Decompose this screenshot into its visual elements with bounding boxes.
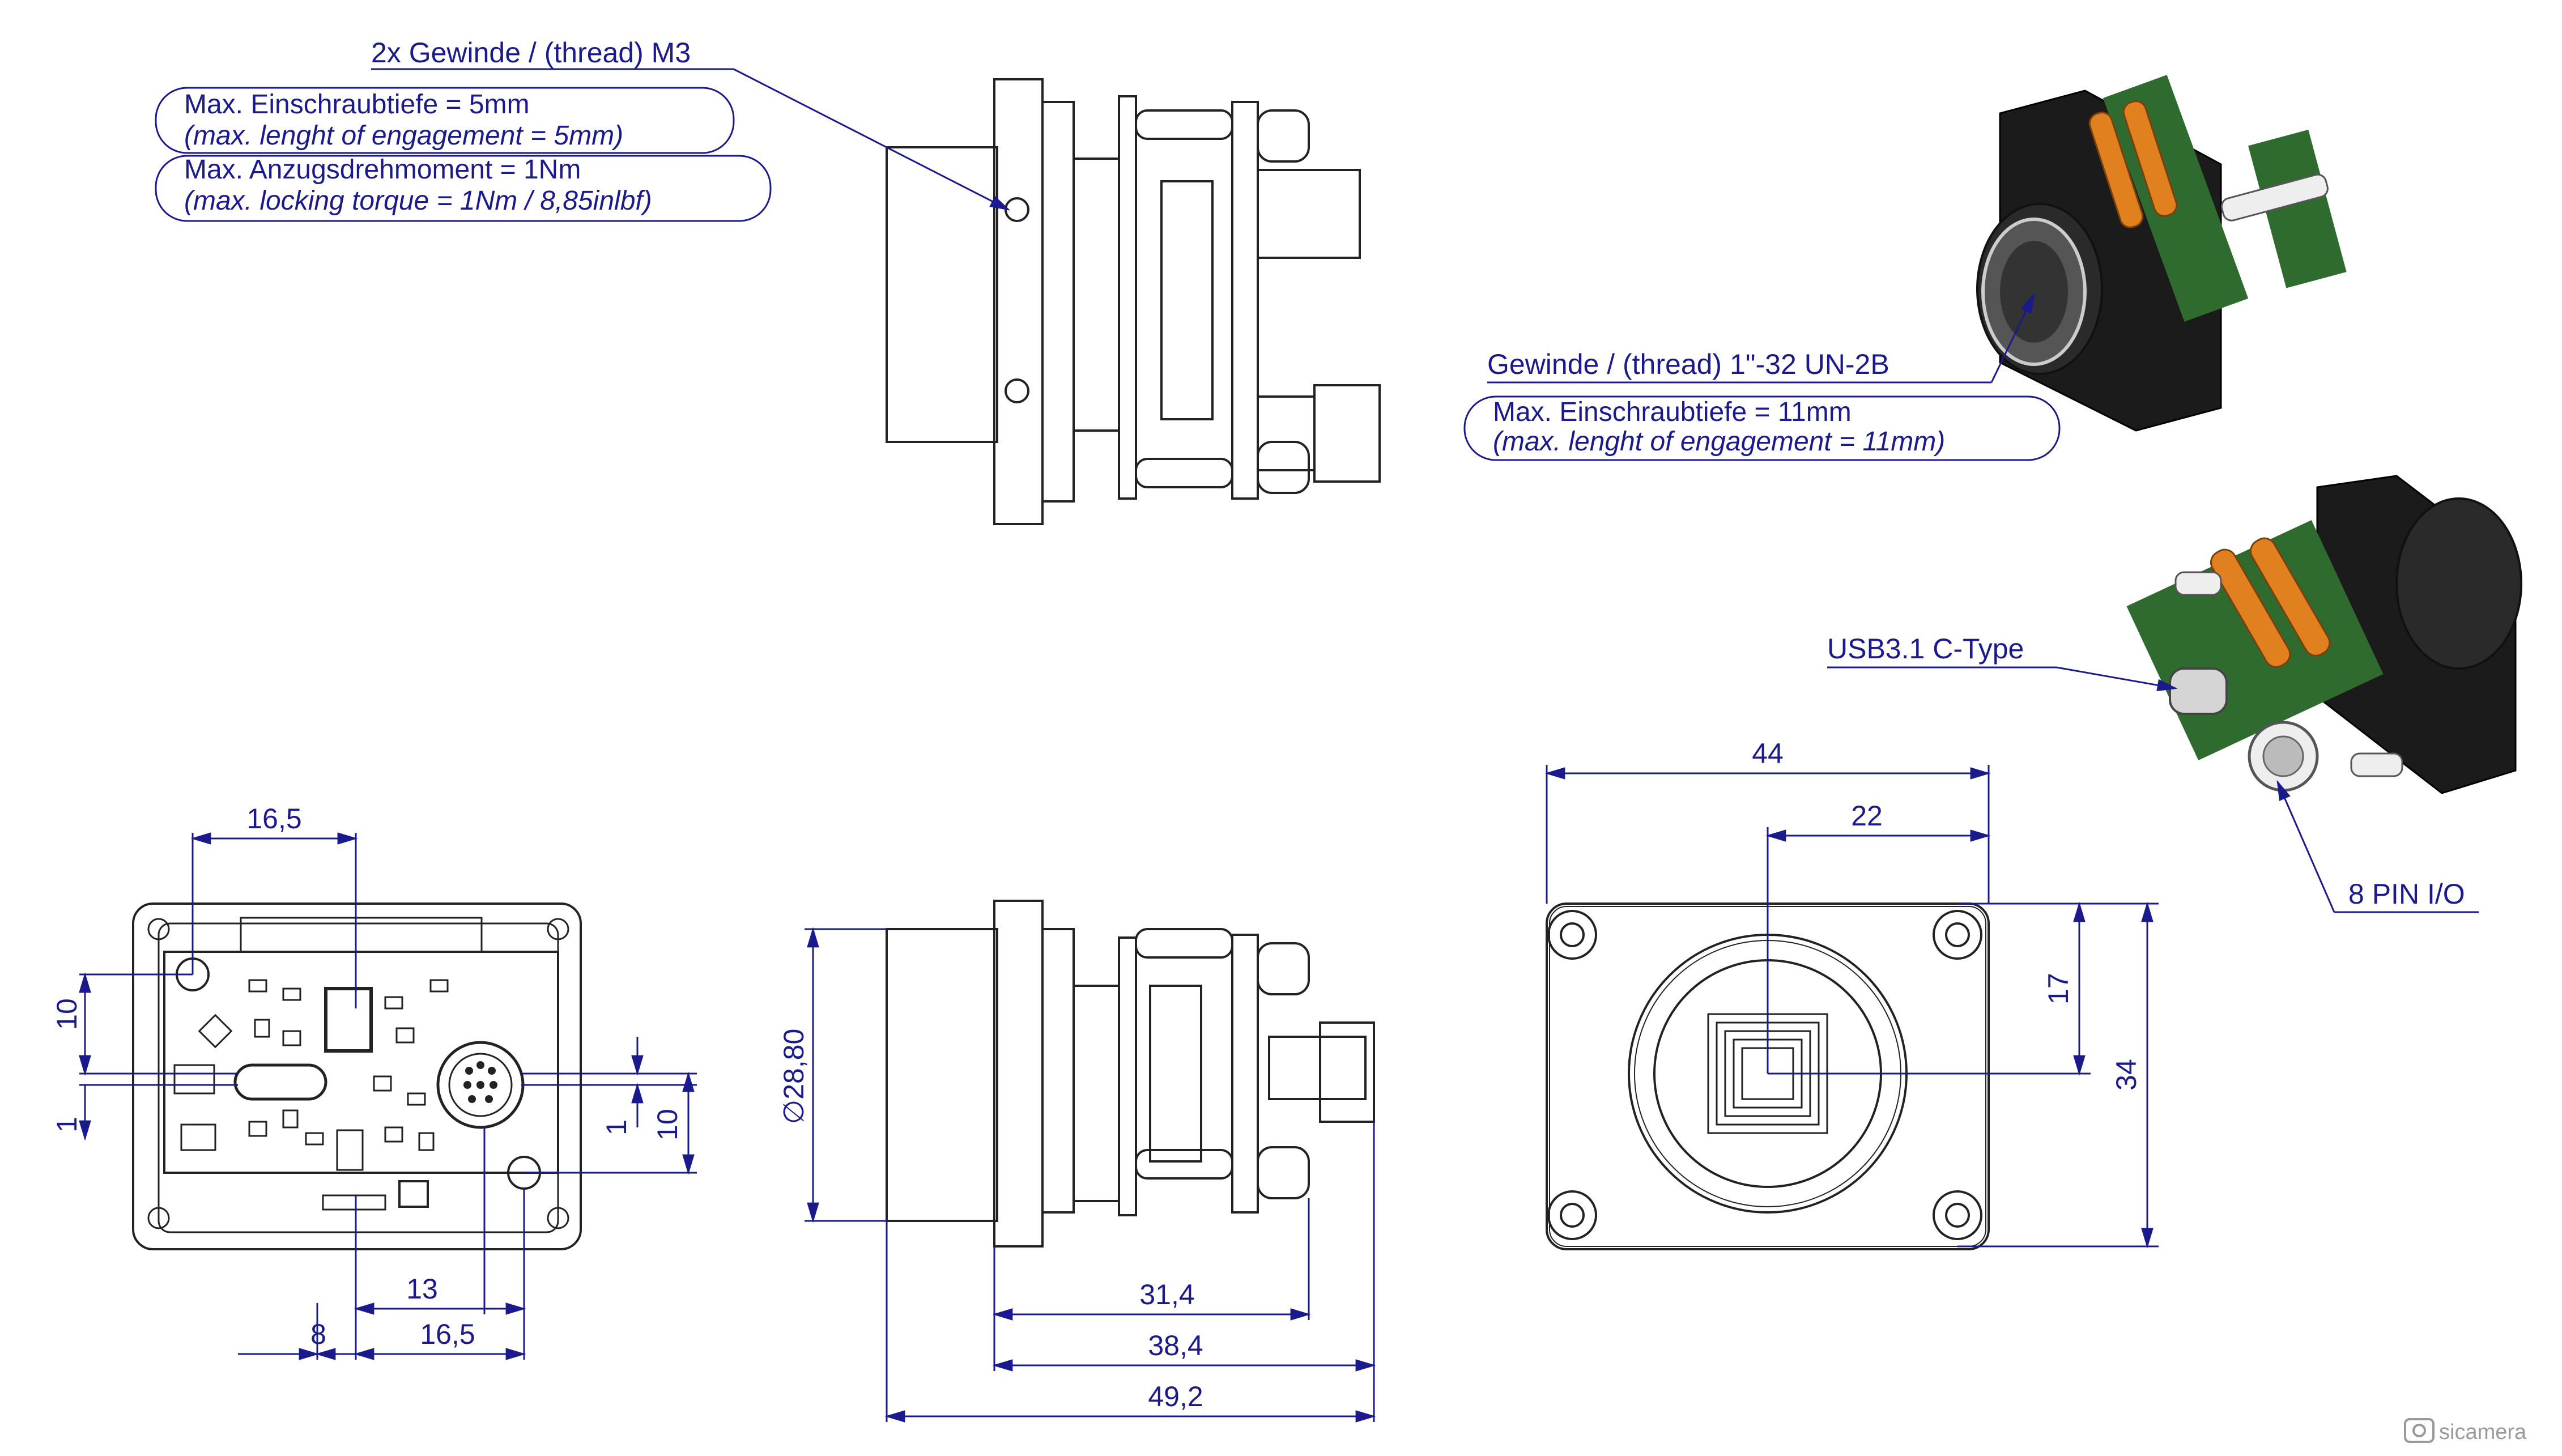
watermark-text: sicamera [2439, 1420, 2527, 1444]
m3-torque-en: (max. locking torque = 1Nm / 8,85inlbf) [184, 186, 652, 216]
watermark: sicamera [2404, 1418, 2527, 1444]
io-label: 8 PIN I/O [2348, 878, 2465, 910]
usb-label: USB3.1 C-Type [1827, 633, 2024, 665]
thread-m3-label: 2x Gewinde / (thread) M3 [371, 37, 691, 69]
m3-thread-hole [1005, 378, 1029, 403]
io-connector-2 [1268, 1036, 1367, 1100]
thread-lens-label: Gewinde / (thread) 1"-32 UN-2B [1487, 348, 1889, 380]
front-flange-2 [993, 900, 1044, 1248]
camera-logo-icon [2404, 1418, 2435, 1443]
standoff-cap [1257, 441, 1310, 494]
front-flange [993, 78, 1044, 525]
sensor-board-2 [1073, 985, 1120, 1202]
iso-view-rear [2126, 475, 2522, 794]
port-annotations: USB3.1 C-Type 8 PIN I/O [1827, 633, 2479, 913]
top-annotations: 2x Gewinde / (thread) M3 Max. Einschraub… [155, 37, 1011, 222]
lens-depth-de: Max. Einschraubtiefe = 11mm [1493, 397, 1852, 427]
standoff-cap-b [1257, 942, 1310, 995]
dim-rear-10-left: 10 [51, 998, 83, 1030]
io-connector-base [1257, 395, 1316, 471]
dim-31-4: 31,4 [1139, 1279, 1194, 1310]
m3-depth-de: Max. Einschraubtiefe = 5mm [184, 90, 530, 120]
rear-view [132, 902, 582, 1250]
dim-17: 17 [2042, 973, 2074, 1004]
dim-rear-8: 8 [310, 1318, 326, 1350]
dim-38-4: 38,4 [1148, 1330, 1203, 1361]
top-side-view [886, 78, 1381, 525]
rear-view-dimensions [79, 832, 697, 1360]
bottom-side-dim-labels: ∅28,80 31,4 38,4 49,2 [778, 1029, 1203, 1412]
standoff-b [1135, 928, 1233, 959]
usb-c-port [2169, 667, 2228, 715]
dim-49-2: 49,2 [1148, 1381, 1203, 1412]
usb-connector [1257, 169, 1361, 259]
sensor-board [1073, 157, 1120, 432]
pcb-1 [1118, 95, 1137, 500]
dim-diameter: ∅28,80 [778, 1029, 810, 1125]
standoff-cap-b [1257, 1146, 1310, 1199]
bottom-side-dimensions [805, 927, 1376, 1423]
rear-pcb [163, 951, 559, 1174]
iso-view-front [1976, 75, 2347, 432]
m3-thread-hole [1005, 197, 1029, 222]
connector-block-2 [1149, 985, 1202, 1163]
dim-rear-1-left: 1 [51, 1117, 83, 1133]
m3-torque-de: Max. Anzugsdrehmoment = 1Nm [184, 155, 581, 185]
standoff-cap [1257, 109, 1310, 163]
rear-view-dim-labels: 16,5 10 1 1 10 13 8 16,5 [51, 803, 683, 1350]
lens-barrel-2 [886, 928, 998, 1222]
dim-rear-1-right: 1 [601, 1119, 632, 1135]
front-view-dim-labels: 44 22 17 34 [1752, 738, 2142, 1091]
crystal [233, 1063, 327, 1101]
io-connector [1313, 384, 1381, 483]
lens-barrel [886, 146, 998, 443]
dim-rear-16-5-bottom: 16,5 [420, 1318, 475, 1350]
standoff [1135, 109, 1233, 140]
housing [1041, 101, 1075, 503]
housing-2 [1041, 928, 1075, 1214]
pcb-b2 [1231, 934, 1259, 1214]
dim-34: 34 [2110, 1059, 2142, 1091]
m3-depth-en: (max. lenght of engagement = 5mm) [184, 121, 623, 151]
lens-depth-en: (max. lenght of engagement = 11mm) [1493, 427, 1945, 457]
standoff [1135, 458, 1233, 488]
dim-rear-13: 13 [406, 1273, 438, 1305]
connector-block [1160, 180, 1214, 420]
dim-22: 22 [1851, 800, 1883, 832]
front-view-dimensions [1544, 765, 2159, 1249]
io-connector-2-end [1319, 1021, 1375, 1123]
dim-rear-10-right: 10 [652, 1109, 683, 1140]
pcb-b1 [1118, 936, 1137, 1216]
dim-rear-16-5-top: 16,5 [246, 803, 301, 835]
pcb-2 [1231, 101, 1259, 500]
bottom-side-view [886, 900, 1375, 1248]
dim-44: 44 [1752, 738, 1784, 769]
lens-thread-annotations: Gewinde / (thread) 1"-32 UN-2B Max. Eins… [1463, 292, 2061, 461]
